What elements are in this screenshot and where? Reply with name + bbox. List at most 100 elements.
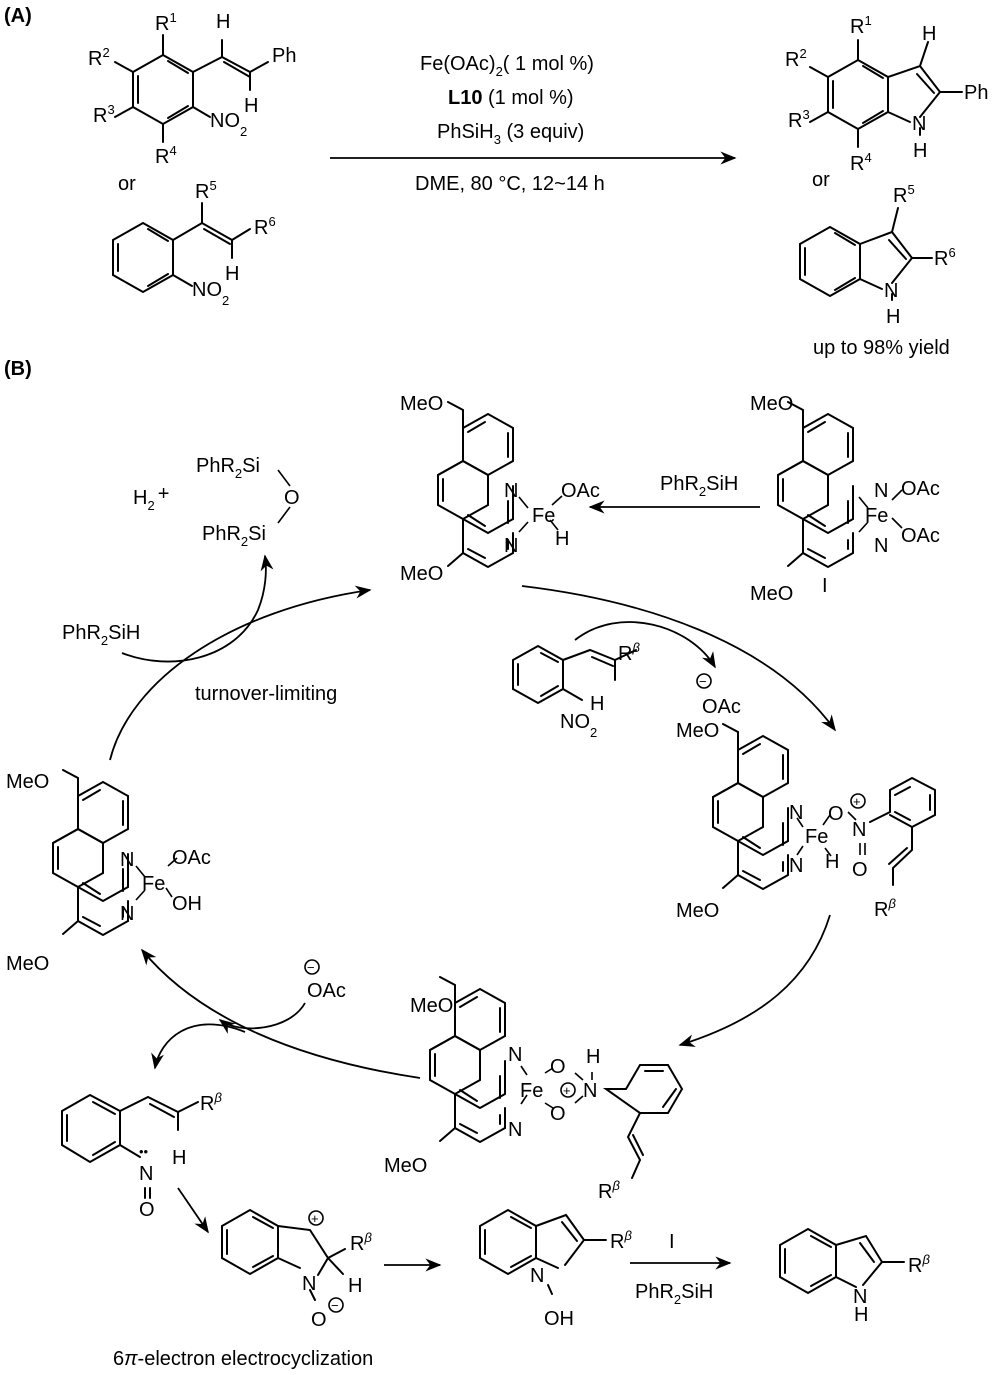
acetate-incoming: − OAc xyxy=(304,959,346,1002)
svg-text:H: H xyxy=(922,23,936,45)
svg-text:N: N xyxy=(530,1265,544,1287)
svg-text:N: N xyxy=(508,1044,522,1066)
svg-text:Fe(OAc)2( 1 mol %): Fe(OAc)2( 1 mol %) xyxy=(420,53,594,79)
iron-nitroarene-complex: MeO MeO N N Fe H O + N O Rβ xyxy=(676,720,936,922)
siloxane-byproduct: H2+ PhR2Si O PhR2Si xyxy=(133,455,300,549)
svg-text:N: N xyxy=(302,1273,316,1295)
svg-text:N: N xyxy=(912,113,926,135)
svg-text:Fe: Fe xyxy=(142,873,165,895)
substrate-nitrostyrene: R5 R6 H NO2 xyxy=(112,178,276,308)
svg-text:N: N xyxy=(874,535,888,557)
svg-text:N: N xyxy=(852,819,866,841)
svg-text:OAc: OAc xyxy=(901,478,940,500)
svg-text:Rβ: Rβ xyxy=(350,1230,372,1255)
svg-text:R4: R4 xyxy=(155,143,177,168)
svg-text:R4: R4 xyxy=(850,150,872,175)
or-label-substrate: or xyxy=(118,173,136,195)
svg-text:R1: R1 xyxy=(850,13,872,38)
svg-text:+: + xyxy=(311,1211,319,1226)
svg-text:DME, 80 °C, 12~14 h: DME, 80 °C, 12~14 h xyxy=(415,173,605,195)
svg-text:R5: R5 xyxy=(195,178,217,203)
silane-arrow xyxy=(121,554,274,663)
svg-text:Rβ: Rβ xyxy=(874,896,896,921)
electrocyclization-label: 6π-electron electrocyclization xyxy=(113,1348,373,1370)
svg-text:PhSiH3 (3 equiv): PhSiH3 (3 equiv) xyxy=(437,121,584,147)
cycle-arrow-coordination xyxy=(521,585,836,732)
or-label-product: or xyxy=(812,169,830,191)
svg-text:O: O xyxy=(550,1103,566,1125)
svg-text:OAc: OAc xyxy=(901,525,940,547)
svg-text:Ph: Ph xyxy=(964,82,988,104)
svg-text:MeO: MeO xyxy=(6,771,49,793)
svg-text:I: I xyxy=(822,575,828,597)
svg-text:R3: R3 xyxy=(788,107,810,132)
svg-text:Rβ: Rβ xyxy=(610,1228,632,1253)
svg-text:+: + xyxy=(853,794,861,809)
svg-text:MeO: MeO xyxy=(6,953,49,975)
svg-text:H: H xyxy=(216,11,230,33)
activation-reagent: PhR2SiH xyxy=(660,473,738,499)
svg-text:O: O xyxy=(311,1309,327,1331)
silane-reagent-in: PhR2SiH xyxy=(62,622,140,648)
svg-text:OAc: OAc xyxy=(307,980,346,1002)
precatalyst-I: MeO MeO N N Fe OAc OAc I xyxy=(750,393,940,605)
svg-text:PhR2SiH: PhR2SiH xyxy=(635,1281,713,1307)
svg-text:O: O xyxy=(284,487,300,509)
svg-text:−: − xyxy=(331,1298,339,1313)
iron-hydride-complex: MeO MeO N N Fe OAc H xyxy=(400,393,600,585)
svg-text:MeO: MeO xyxy=(750,583,793,605)
product-2-3-disubstituted-indole: R5 R6 N H xyxy=(799,182,956,328)
panel-a-label: (A) xyxy=(4,5,32,27)
svg-text:H: H xyxy=(590,693,604,715)
svg-text:OAc: OAc xyxy=(172,847,211,869)
substrate-nitrostilbene: R1 R2 R3 R4 H Ph H NO2 xyxy=(88,10,296,168)
svg-text:N: N xyxy=(504,480,518,502)
nitroso-intermediate: Rβ H •• N O xyxy=(61,1090,222,1221)
svg-text:H: H xyxy=(555,528,569,550)
svg-text:H: H xyxy=(913,140,927,162)
svg-text:H: H xyxy=(886,306,900,328)
svg-text:N: N xyxy=(789,802,803,824)
svg-text:H2+: H2+ xyxy=(133,483,169,513)
svg-text:Rβ: Rβ xyxy=(598,1178,620,1203)
svg-text:Ph: Ph xyxy=(272,45,296,67)
svg-text:R6: R6 xyxy=(934,245,956,270)
svg-text:H: H xyxy=(172,1147,186,1169)
svg-text:OH: OH xyxy=(172,893,202,915)
svg-text:••: •• xyxy=(139,1144,149,1159)
svg-text:H: H xyxy=(586,1046,600,1068)
svg-text:N: N xyxy=(120,849,134,871)
svg-text:MeO: MeO xyxy=(676,900,719,922)
svg-text:H: H xyxy=(225,263,239,285)
svg-text:R3: R3 xyxy=(93,102,115,127)
panel-b-label: (B) xyxy=(4,358,32,380)
svg-text:N: N xyxy=(583,1080,597,1102)
svg-text:N: N xyxy=(508,1119,522,1141)
svg-text:H: H xyxy=(244,95,258,117)
svg-text:R2: R2 xyxy=(88,45,110,70)
acetate-leaving: − OAc xyxy=(696,673,741,718)
svg-text:OAc: OAc xyxy=(702,696,741,718)
svg-text:L10 (1 mol %): L10 (1 mol %) xyxy=(448,87,574,109)
iron-hydroxide-complex: MeO MeO N N Fe OAc OH xyxy=(6,769,211,975)
yield-label: up to 98% yield xyxy=(813,337,950,359)
svg-text:+: + xyxy=(563,1083,571,1098)
svg-text:O: O xyxy=(852,859,868,881)
svg-text:OAc: OAc xyxy=(561,480,600,502)
svg-text:R2: R2 xyxy=(785,46,807,71)
svg-text:NO2: NO2 xyxy=(560,711,597,740)
n-hydroxyindole: Rβ N OH xyxy=(479,1208,632,1330)
svg-text:N: N xyxy=(853,1286,867,1308)
cycle-arrow-hydride-transfer xyxy=(678,914,831,1047)
svg-text:R6: R6 xyxy=(254,214,276,239)
svg-text:H: H xyxy=(854,1304,868,1326)
svg-text:Fe: Fe xyxy=(865,505,888,527)
product-2-arylindole: R1 R2 R3 R4 H Ph N H xyxy=(785,13,988,175)
svg-text:NO2: NO2 xyxy=(192,279,229,308)
nitro-substrate: Rβ H NO2 xyxy=(512,640,640,740)
svg-text:PhR2Si: PhR2Si xyxy=(202,523,266,549)
svg-text:−: − xyxy=(699,674,707,689)
svg-text:NO2: NO2 xyxy=(210,110,247,139)
svg-text:MeO: MeO xyxy=(400,563,443,585)
